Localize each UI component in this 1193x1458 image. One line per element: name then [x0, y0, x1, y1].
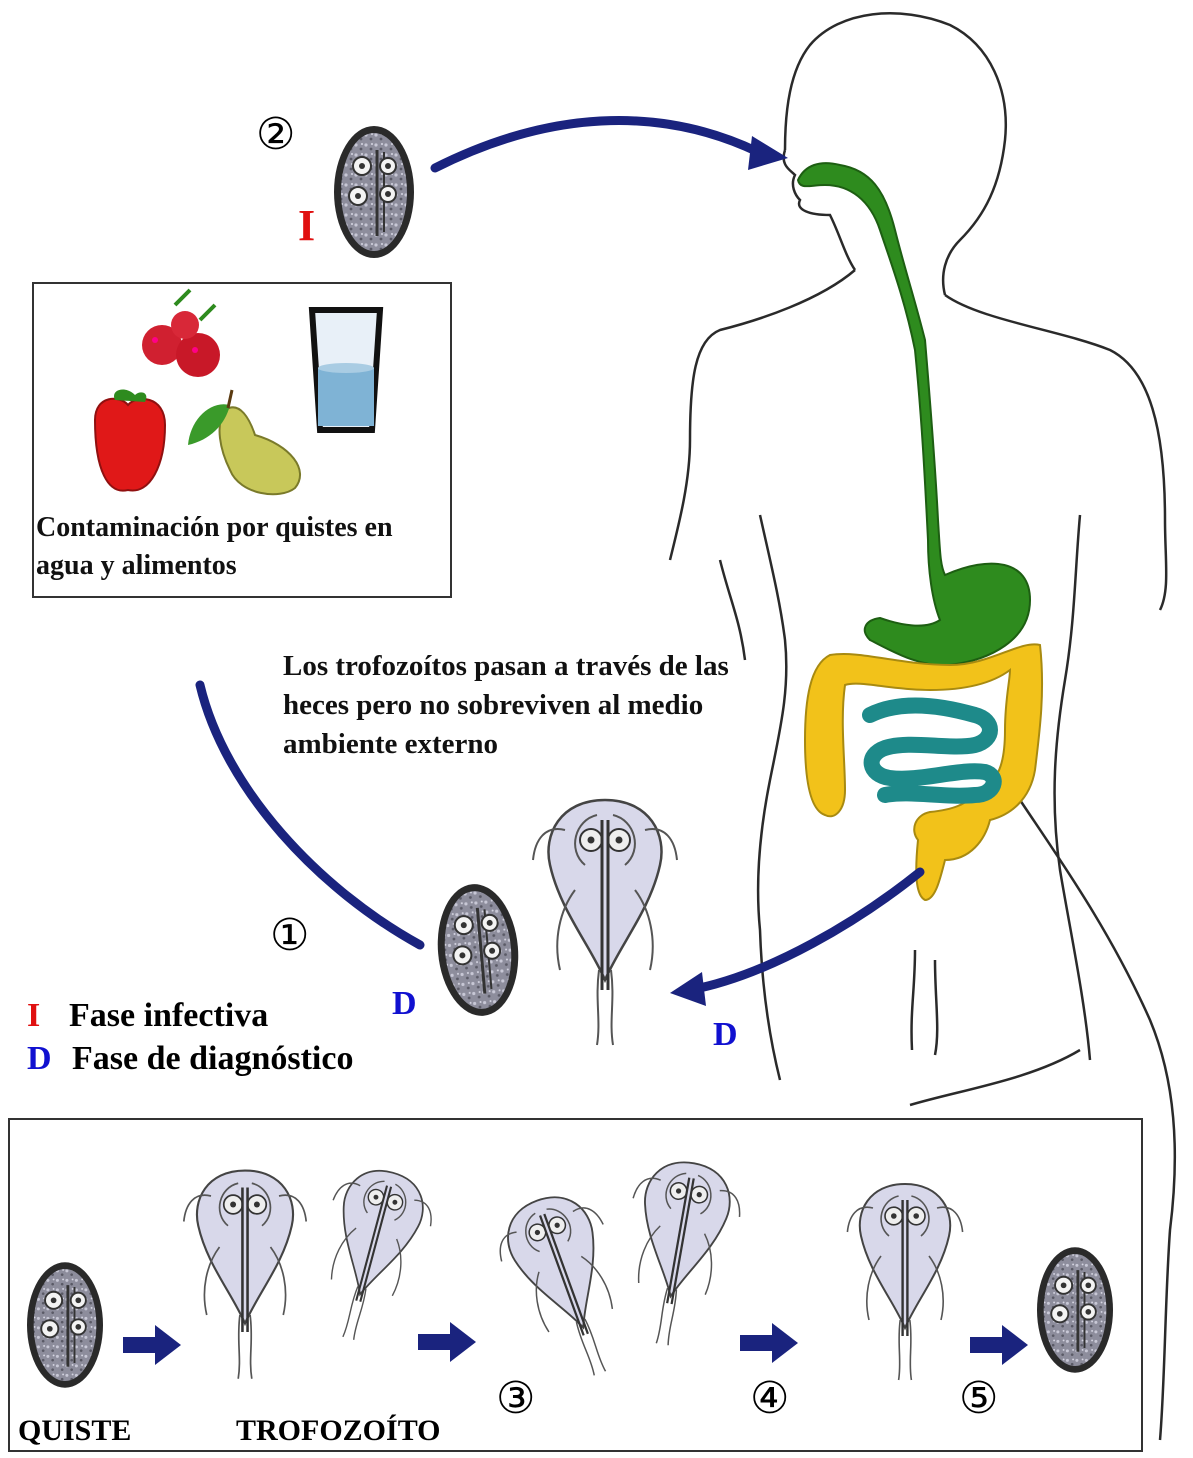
- stage-label-cyst: QUISTE: [18, 1414, 131, 1448]
- step-number-1: ①: [270, 914, 309, 958]
- diagnostic-trophozoite: [533, 800, 677, 1045]
- diagnostic-marker-cyst: D: [392, 985, 417, 1023]
- legend-infective-label: Fase infectiva: [69, 997, 268, 1035]
- step-number-3: ③: [496, 1377, 535, 1421]
- diagnostic-marker-trophozoite: D: [713, 1016, 738, 1054]
- infective-cyst: [334, 126, 414, 258]
- contamination-caption: Contaminación por quistes en agua y alim…: [36, 509, 446, 585]
- arrow-intestine-to-feces: [690, 872, 920, 990]
- stage-label-trophozoite: TROFOZOÍTO: [236, 1414, 441, 1448]
- arrow-cyst-to-mouth: [435, 121, 758, 168]
- step-number-4: ④: [750, 1377, 789, 1421]
- infective-marker: I: [298, 200, 315, 251]
- legend-diagnostic-letter: D: [27, 1040, 52, 1078]
- digestive-tract: [798, 163, 1042, 900]
- legend-infective-letter: I: [27, 997, 40, 1035]
- arrow-head-feces: [670, 972, 706, 1006]
- diagnostic-cyst: [432, 881, 523, 1019]
- trophozoite-note: Los trofozoítos pasan a través de las he…: [283, 647, 773, 764]
- step-number-5: ⑤: [959, 1377, 998, 1421]
- step-number-2: ②: [256, 113, 295, 157]
- arrow-head-mouth: [748, 136, 788, 170]
- legend-diagnostic-label: Fase de diagnóstico: [72, 1040, 353, 1078]
